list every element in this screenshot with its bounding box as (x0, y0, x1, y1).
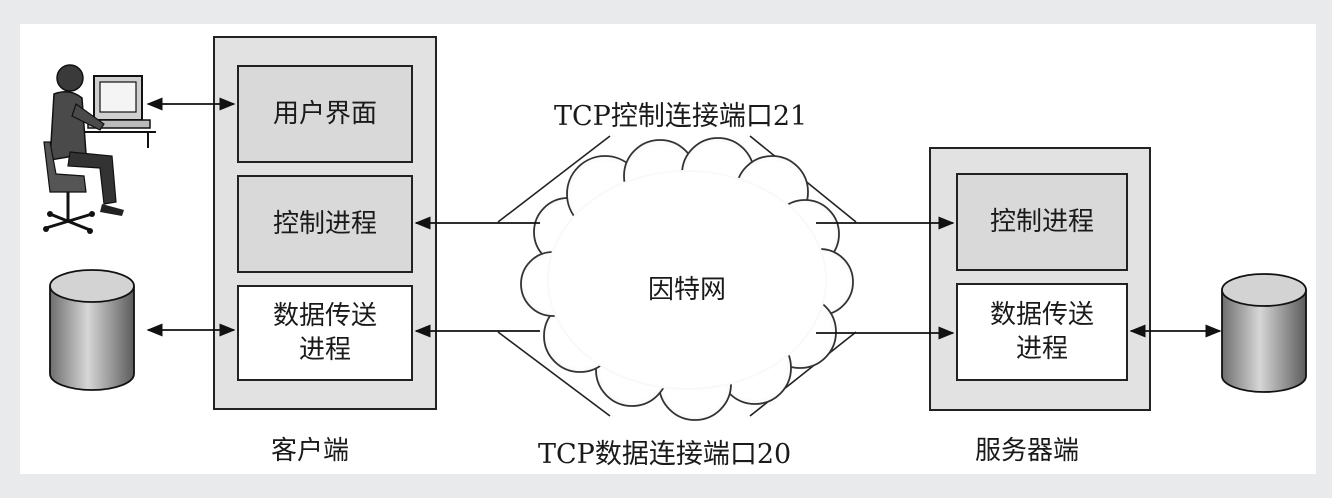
control-connection-label: TCP控制连接端口21 (554, 94, 807, 133)
client-caption: 客户端 (271, 430, 349, 467)
client-control-label: 控制进程 (238, 176, 412, 272)
cloud-label: 因特网 (617, 270, 757, 310)
client-ui-label: 用户界面 (238, 66, 412, 162)
client-data-label: 数据传送 进程 (238, 286, 412, 380)
server-caption: 服务器端 (975, 430, 1079, 467)
server-data-label-line1: 数据传送 (990, 298, 1094, 332)
client-data-label-line1: 数据传送 (273, 299, 377, 333)
diagram-canvas: 用户界面 控制进程 数据传送 进程 控制进程 数据传送 进程 因特网 TCP控制… (20, 24, 1316, 474)
server-database-icon (1222, 274, 1306, 392)
client-data-label-line2: 进程 (299, 333, 351, 367)
user-at-computer-icon (43, 65, 156, 234)
server-control-label: 控制进程 (957, 174, 1127, 270)
client-database-icon (50, 270, 134, 390)
server-data-label-line2: 进程 (1016, 332, 1068, 366)
data-connection-label: TCP数据连接端口20 (538, 432, 791, 471)
server-data-label: 数据传送 进程 (957, 284, 1127, 380)
